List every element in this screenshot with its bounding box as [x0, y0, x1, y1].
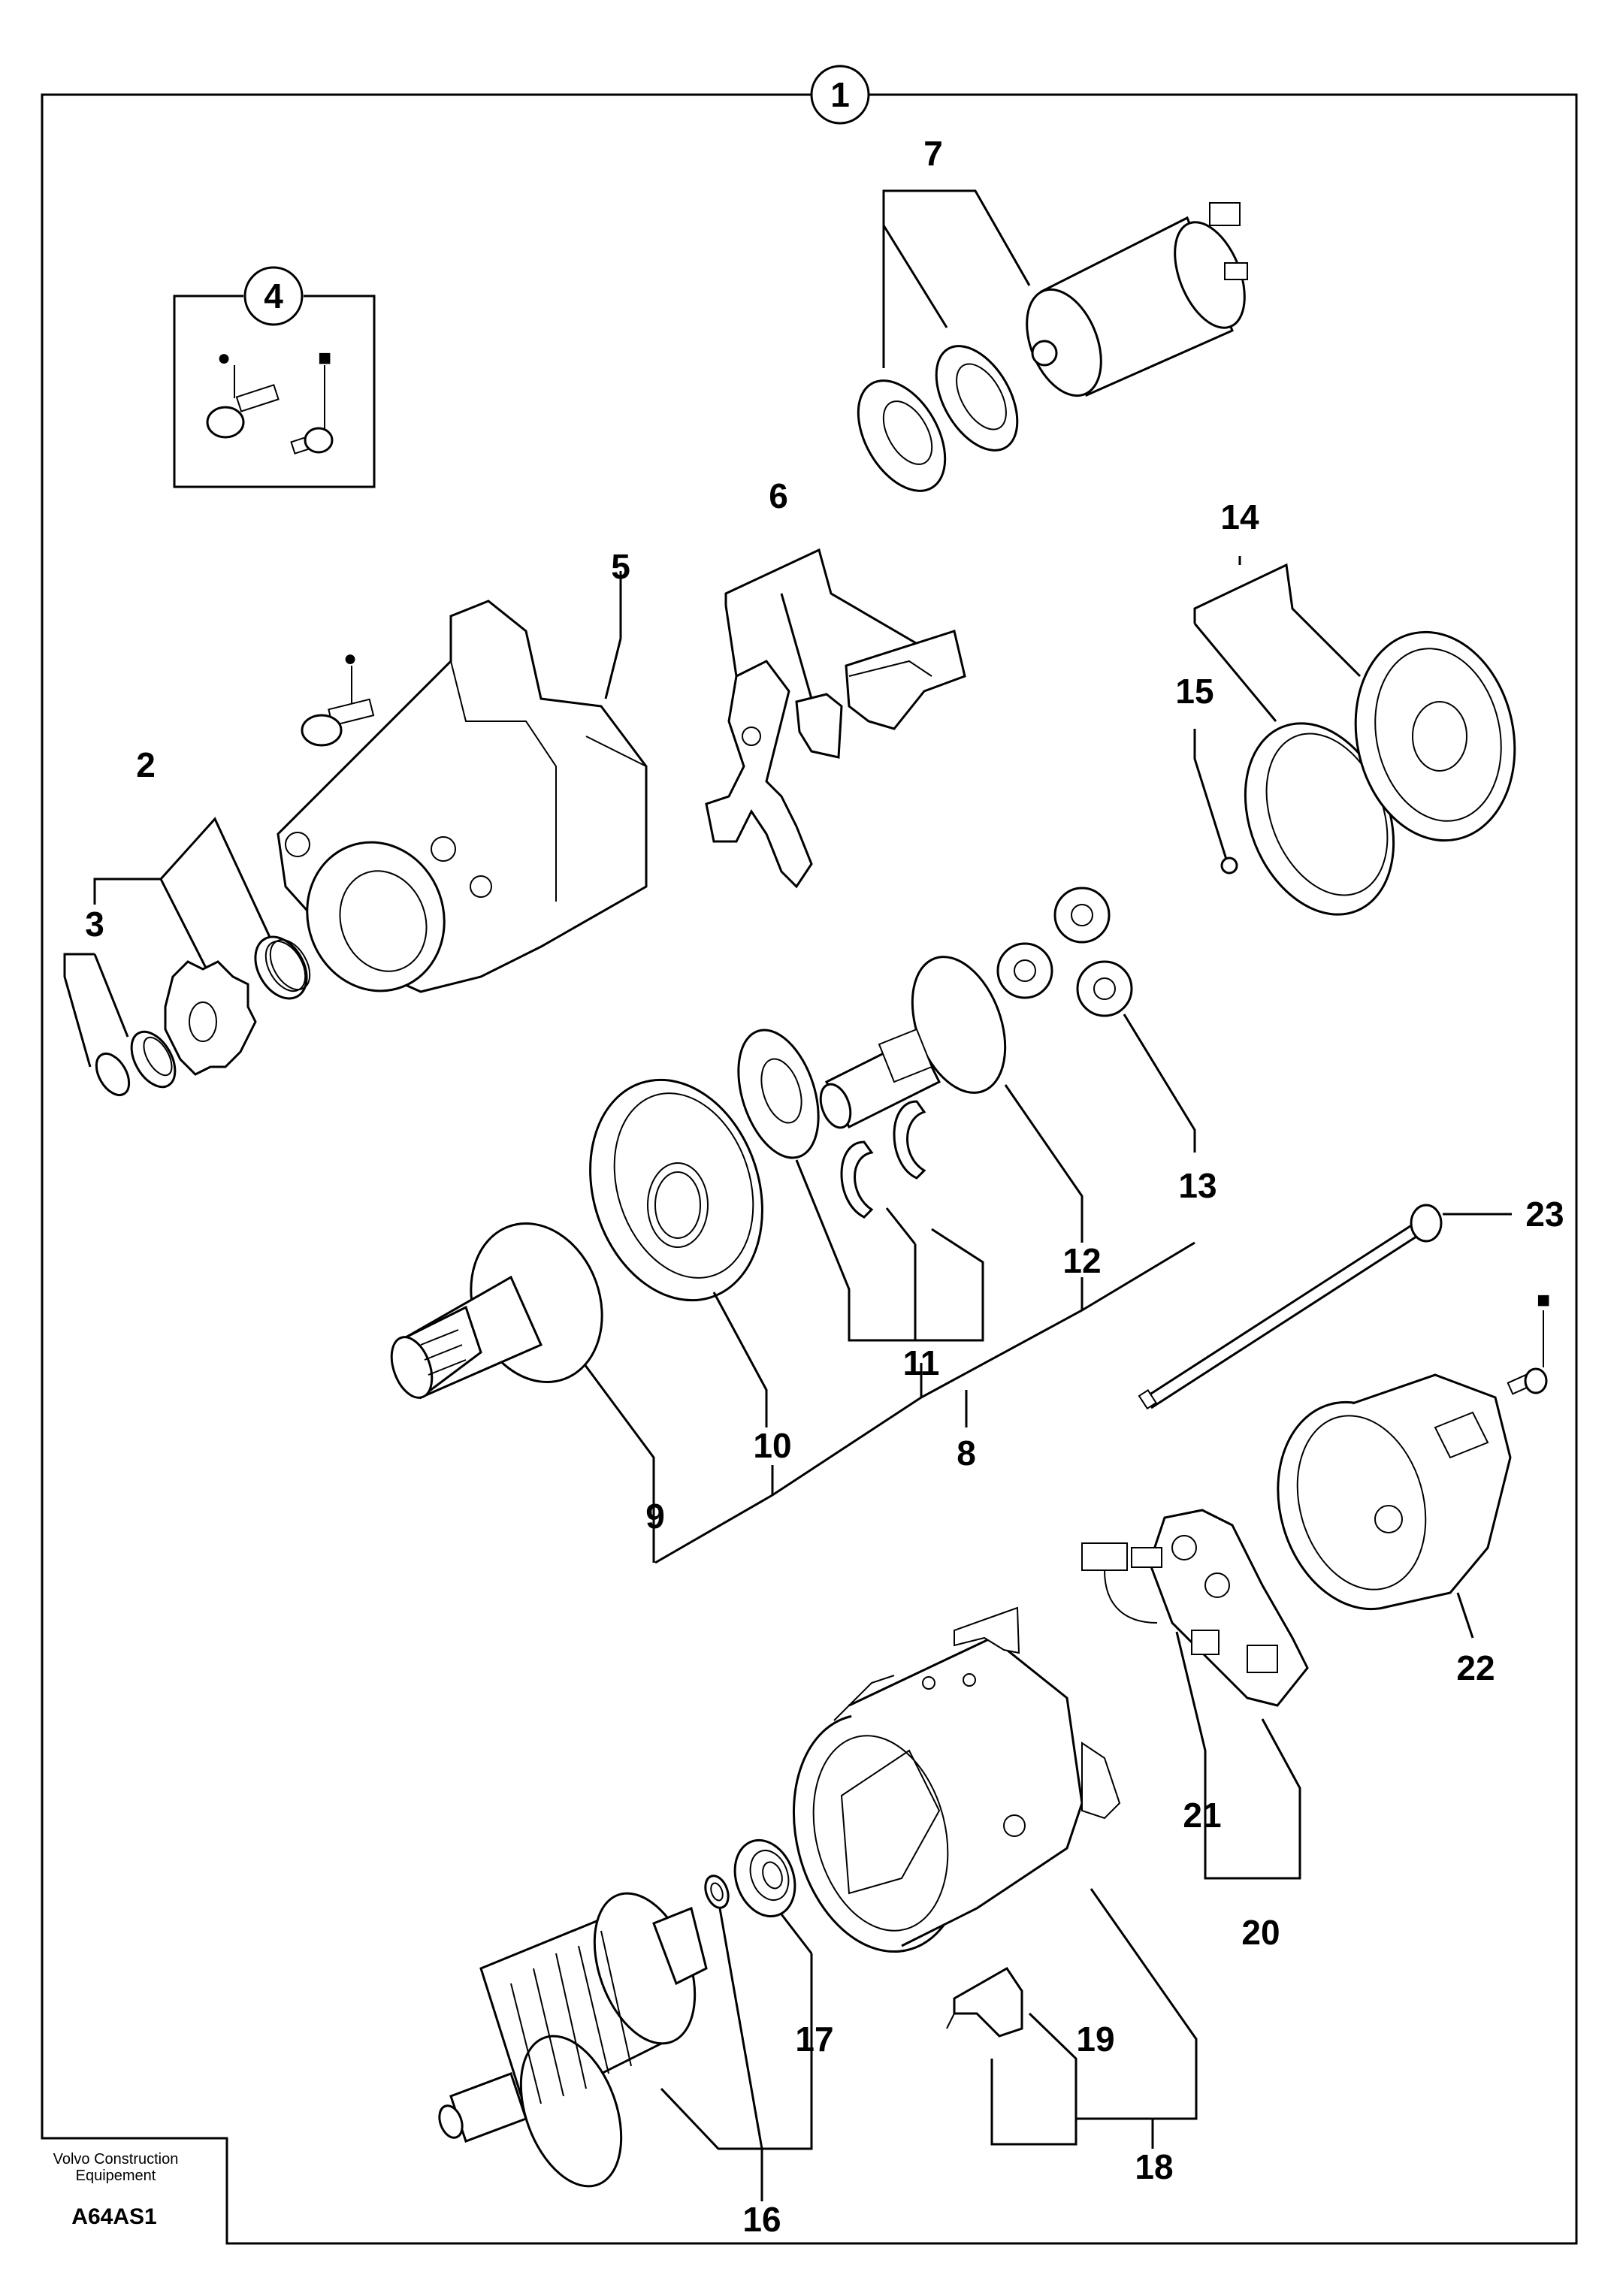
footer-drawing-code: A64AS1 [71, 2204, 156, 2229]
callout-11: 11 [903, 1343, 940, 1382]
main-assembly-number: 1 [830, 75, 850, 114]
e-clip-icon-1 [840, 1140, 874, 1219]
square-marker-icon-22: ■ [1537, 1288, 1550, 1313]
washer-clip-group [737, 1029, 984, 1342]
planet-carrier-group [819, 956, 1084, 1243]
callout-2: 2 [136, 745, 156, 784]
callout-21: 21 [1183, 1796, 1221, 1835]
planet-gear-icon-2 [996, 942, 1053, 999]
callout-18: 18 [1135, 2147, 1173, 2186]
solenoid-shim-icon [935, 345, 1019, 452]
main-assembly-marker: 1 [810, 65, 870, 125]
housing-screw-icon: ● [301, 646, 375, 747]
shift-lever-icon [705, 660, 813, 889]
planet-gear-icon-3 [1076, 960, 1133, 1017]
callout-17: 17 [795, 2020, 833, 2059]
brush-holder-icon [1148, 1509, 1309, 1707]
brush-lead-icon [1081, 1542, 1162, 1624]
callout-9: 9 [645, 1497, 665, 1536]
callout-5: 5 [611, 547, 630, 586]
callout-12: 12 [1062, 1241, 1101, 1280]
pinion-spring-icon [254, 935, 311, 1000]
callout-6: 6 [769, 476, 788, 515]
callout-3: 3 [85, 905, 104, 944]
solenoid-body-icon [1026, 202, 1248, 397]
callout-14: 14 [1220, 497, 1259, 536]
group-8-bracket [654, 1241, 1195, 1564]
callout-19: 19 [1076, 2020, 1114, 2059]
end-cover-icon [1354, 630, 1516, 842]
kit-number: 4 [264, 276, 283, 316]
output-shaft-group [390, 1222, 655, 1563]
footer-company-line1: Volvo Construction [53, 2151, 179, 2168]
bearing-washer-icon [704, 1875, 730, 1909]
square-marker-icon: ■ [318, 346, 331, 370]
lever-plate-icon [795, 693, 843, 759]
internal-gear-group [589, 1078, 768, 1427]
end-frame-screw-icon [1507, 1367, 1548, 1395]
cover-group [1193, 556, 1516, 916]
e-clip-icon-2 [893, 1100, 926, 1180]
armature-icon [438, 1892, 708, 2188]
armature-group [438, 1838, 813, 2201]
callout-22: 22 [1456, 1648, 1495, 1687]
callout-15: 15 [1175, 672, 1213, 711]
yoke-terminal-icon [946, 1967, 1023, 2038]
internal-gear-housing-icon [589, 1078, 763, 1302]
through-bolt-icon [1138, 1204, 1443, 1410]
drive-housing-assembly: ● [277, 571, 648, 993]
callout-16: 16 [742, 2200, 781, 2239]
end-frame-icon [1277, 1373, 1512, 1611]
round-marker-icon: ● [217, 346, 231, 370]
footer-company-line2: Equipement [76, 2168, 156, 2184]
solenoid-switch-assembly [857, 189, 1248, 492]
steel-ball-icon [1220, 856, 1238, 875]
pinion-gear-icon [164, 960, 257, 1076]
round-marker-icon-5: ● [343, 646, 357, 671]
yoke-icon [792, 1606, 1121, 1953]
brush-holder-group [1081, 1509, 1309, 1880]
callout-13: 13 [1178, 1166, 1217, 1205]
pan-head-screw-icon [206, 384, 280, 439]
lever-seal-icon [845, 630, 966, 730]
callout-23: 23 [1525, 1195, 1564, 1234]
output-shaft-icon [390, 1222, 603, 1400]
cover-gasket-icon [1244, 722, 1395, 916]
planet-carrier-icon [819, 956, 1007, 1129]
planet-gear-icon-1 [1053, 887, 1111, 944]
callout-20: 20 [1241, 1913, 1280, 1952]
shift-lever-group [705, 548, 966, 889]
yoke-group [792, 1606, 1198, 2149]
callout-8: 8 [957, 1433, 976, 1473]
planet-gear-group [996, 887, 1196, 1153]
solenoid-gasket-icon [857, 379, 947, 492]
screw-kit-box: 4 ● ■ [173, 266, 376, 488]
flange-bolt-icon [290, 427, 334, 455]
callout-10: 10 [753, 1426, 791, 1465]
ball-bearing-icon [733, 1838, 796, 1918]
callout-7: 7 [923, 134, 943, 173]
stop-ring-icon [130, 1030, 177, 1089]
main-frame [41, 93, 1578, 2245]
end-frame-group: ■ [1277, 1288, 1550, 1639]
thrust-washer-icon [737, 1029, 820, 1159]
through-bolt-group [1138, 1204, 1512, 1410]
pinion-group [63, 817, 311, 1096]
snap-ring-icon [95, 1053, 131, 1096]
drive-housing-body-icon [277, 600, 648, 993]
